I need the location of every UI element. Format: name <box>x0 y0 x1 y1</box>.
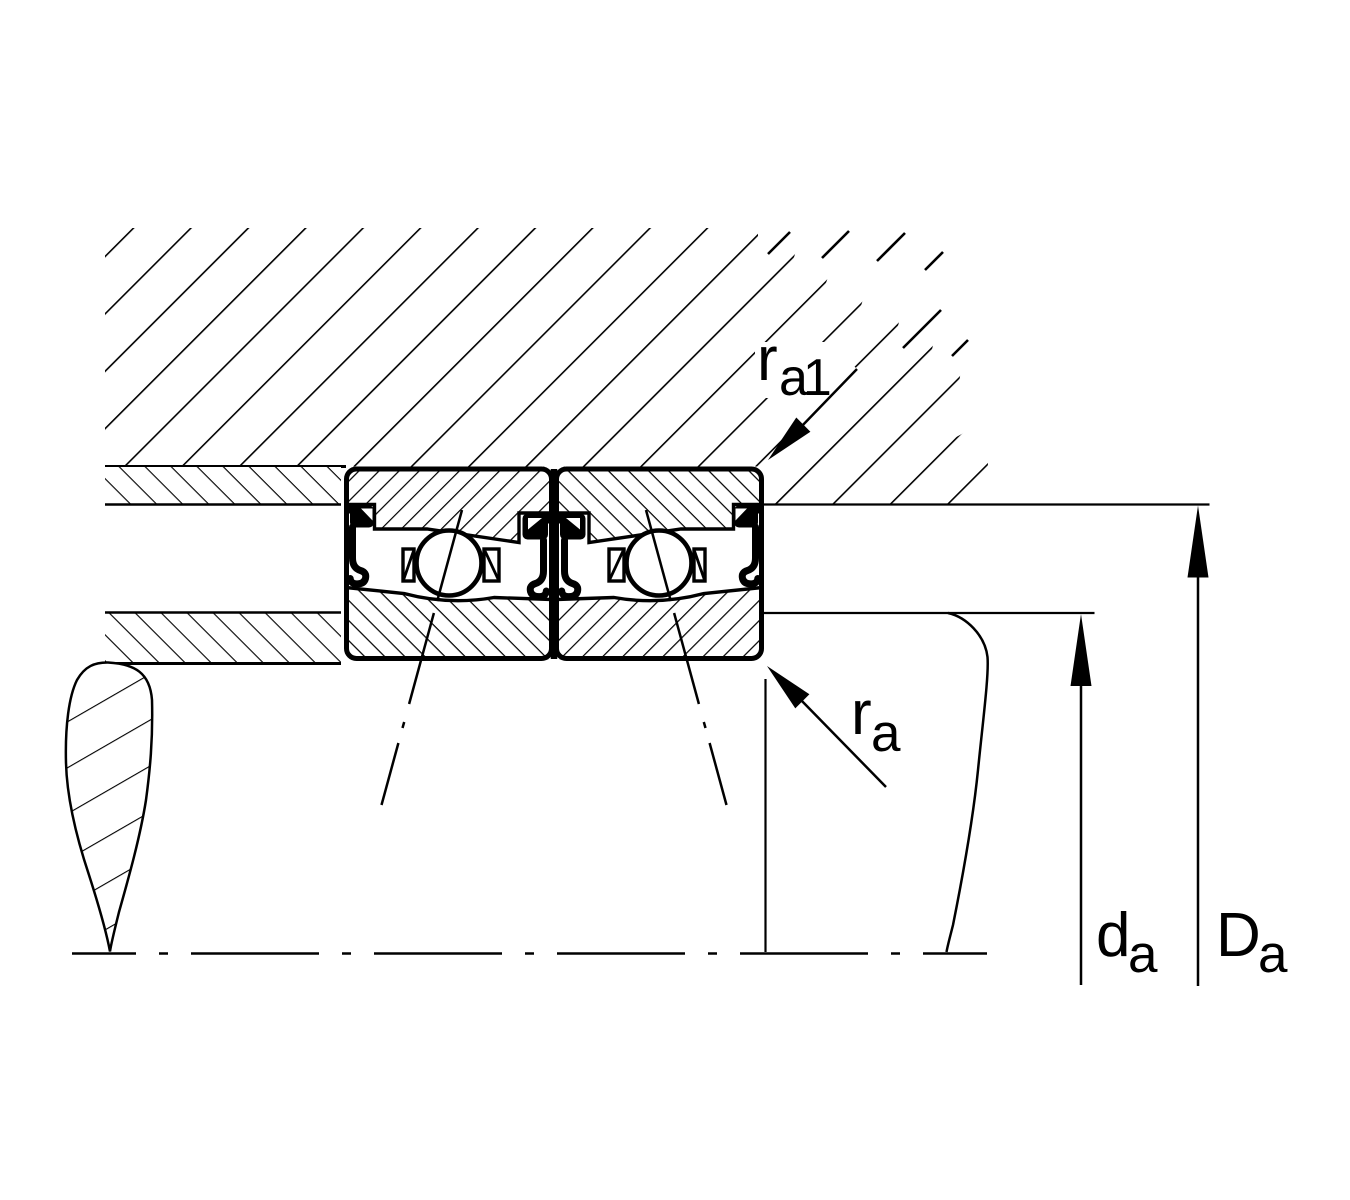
label-ra-base: r <box>851 679 872 748</box>
spindle-bearing-right <box>554 466 764 805</box>
housing-section <box>105 228 989 504</box>
label-Da-base: D <box>1216 901 1261 970</box>
label-ra1-sub: a1 <box>779 349 830 407</box>
dimension-Da: D a <box>1187 505 1288 986</box>
shaft-spacer-ring <box>105 611 341 665</box>
housing-shoulder-ring <box>105 467 341 506</box>
label-Da-sub: a <box>1258 925 1288 984</box>
label-ra1-base: r <box>757 325 778 394</box>
shaft-locating-element <box>64 661 154 952</box>
spindle-bearing-left <box>344 466 554 805</box>
label-da-base: d <box>1096 901 1130 970</box>
dimension-da: d a <box>1070 614 1158 985</box>
shaft-shoulder-contour <box>945 611 989 953</box>
leader-ra: r a <box>767 666 901 788</box>
leader-ra1: r a1 <box>755 325 862 460</box>
label-ra-sub: a <box>871 704 901 763</box>
label-da-sub: a <box>1128 925 1158 984</box>
